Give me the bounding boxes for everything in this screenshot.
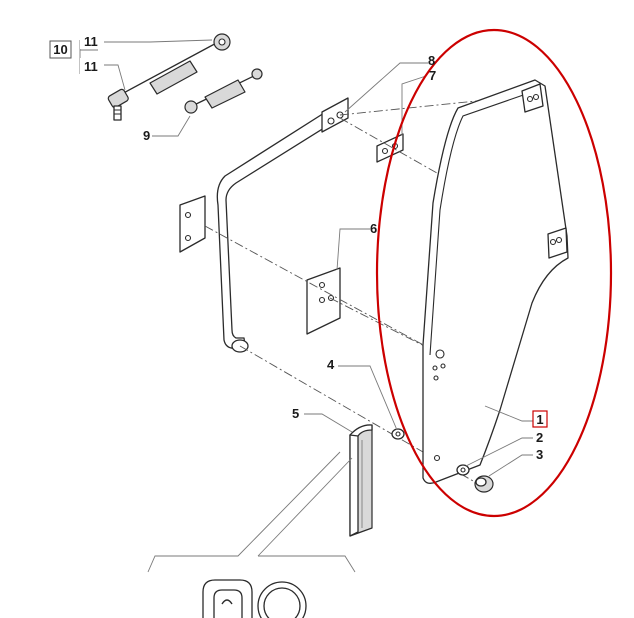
callout-11-lower: 11 <box>80 58 104 74</box>
seal-section-detail <box>147 451 356 618</box>
svg-text:11: 11 <box>84 59 98 74</box>
callout-1: 1 <box>532 410 548 428</box>
svg-text:11: 11 <box>84 34 98 49</box>
seal-profile-5 <box>349 424 373 537</box>
washer-4 <box>391 428 405 440</box>
callout-10: 10 <box>49 40 72 59</box>
callout-11-upper: 11 <box>80 33 104 49</box>
leader-lines <box>79 39 533 477</box>
callout-8: 8 <box>428 53 435 68</box>
door-frame-rail <box>179 97 349 353</box>
gas-strut-upper <box>107 33 231 121</box>
callout-3: 3 <box>536 447 543 462</box>
cap-nut-3 <box>474 475 494 493</box>
callout-9: 9 <box>143 128 150 143</box>
callout-6: 6 <box>370 221 377 236</box>
door-glass-panel <box>422 79 569 484</box>
callout-5: 5 <box>292 406 299 421</box>
svg-text:1: 1 <box>536 412 543 427</box>
washer-2 <box>456 464 470 476</box>
callout-7: 7 <box>429 68 436 83</box>
gas-strut-lower <box>184 68 263 114</box>
callout-2: 2 <box>536 430 543 445</box>
svg-text:10: 10 <box>53 42 67 57</box>
callout-4: 4 <box>327 357 335 372</box>
highlight-ellipse <box>375 28 613 518</box>
hinge-bracket-6 <box>306 267 341 335</box>
